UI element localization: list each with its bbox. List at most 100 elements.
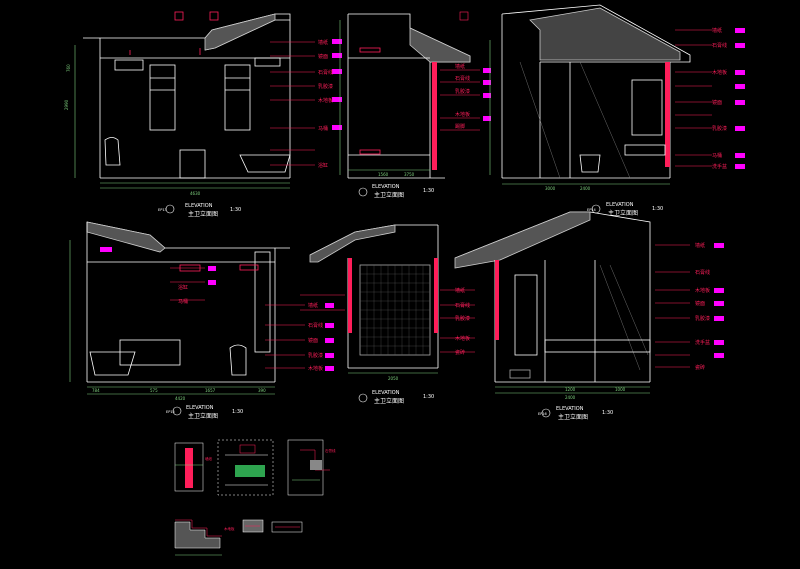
- section-cut-red: [434, 258, 438, 333]
- panel-subtitle: 主卫立面图: [188, 210, 218, 218]
- elevation-panel-6: [454, 211, 724, 394]
- panel-6-dims: 2400 1200 1000: [565, 387, 626, 400]
- panel-6-labels: 墙纸 石膏线 木地板 镜面 乳胶漆 洗手盆 瓷砖: [695, 242, 710, 371]
- roof-hatch: [454, 211, 591, 269]
- section-cut-red: [348, 258, 352, 333]
- label-tile: 瓷砖: [455, 349, 465, 356]
- dim-width-2: 3000: [545, 186, 556, 191]
- panel-4-dims: 4420 784 575 1657 390: [92, 388, 266, 401]
- panel-3-dims: 2400 3000: [545, 186, 591, 191]
- toilet-shape: [229, 344, 247, 376]
- label-basin: 洗手盆: [712, 163, 727, 170]
- dim-seg-4: 390: [258, 388, 266, 393]
- tag-circle: [165, 204, 175, 214]
- label-cornice: 石膏线: [712, 42, 727, 49]
- panel-title: ELEVATION: [556, 406, 584, 412]
- panel-scale: 1:30: [602, 410, 613, 416]
- bathtub-shape: [239, 154, 291, 173]
- label-toilet: 马桶: [318, 125, 328, 132]
- panel-4-labels: 墙纸 石膏线 镜面 乳胶漆 木地板 马桶 浴缸: [178, 284, 323, 372]
- label-floor: 木地板: [712, 69, 727, 76]
- dim-seg-3: 1657: [205, 388, 216, 393]
- label-bathtub: 浴缸: [178, 284, 188, 291]
- dim-width: 4630: [190, 191, 201, 196]
- roof-hatch: [409, 27, 471, 63]
- dim-width-2: 3750: [404, 172, 415, 177]
- label-cornice: 石膏线: [318, 69, 333, 76]
- dim-seg-2: 575: [150, 388, 158, 393]
- window-frame: [224, 64, 251, 131]
- panel-scale: 1:30: [230, 207, 241, 213]
- label-mirror: 镜面: [308, 337, 318, 344]
- detail-label-2: 石膏线: [325, 448, 336, 453]
- panel-2-dims: 1560 3750: [378, 172, 415, 177]
- label-cornice: 石膏线: [695, 269, 710, 276]
- label-bathtub: 浴缸: [318, 162, 328, 169]
- panel-scale: 1:30: [652, 206, 663, 212]
- dim-width: 1560: [378, 172, 389, 177]
- label-tile: 瓷砖: [695, 364, 705, 371]
- label-latex-paint: 乳胶漆: [318, 83, 333, 90]
- label-latex-paint: 乳胶漆: [695, 315, 710, 322]
- dim-seg-1: 784: [92, 388, 100, 393]
- panel-subtitle: 主卫立面图: [188, 412, 218, 420]
- label-skirting: 踢脚: [455, 123, 465, 130]
- label-wallpaper: 墙纸: [318, 39, 328, 46]
- panel-5-labels: 墙纸 石膏线 乳胶漆 木地板 瓷砖: [455, 287, 470, 356]
- detail-label-3: 木地板: [224, 526, 235, 531]
- label-floor: 木地板: [695, 287, 710, 294]
- roof-hatch: [204, 13, 276, 51]
- elevation-panel-1: [74, 11, 342, 189]
- roof-hatch: [309, 224, 396, 263]
- label-floor: 木地板: [318, 97, 333, 104]
- panel-title: ELEVATION: [185, 203, 213, 209]
- panel-6-title-block: EP16 ELEVATION 主卫立面图 1:30: [538, 406, 613, 421]
- vanity: [544, 339, 651, 353]
- panel-3-title-block: EP14 ELEVATION 主卫立面图 1:30: [587, 202, 663, 217]
- panel-4-title-block: EP15 ELEVATION 主卫立面图 1:30: [166, 405, 243, 420]
- bathtub-shape: [89, 351, 136, 376]
- dim-width: 2050: [388, 376, 399, 381]
- dim-width: 2400: [580, 186, 591, 191]
- window-frame: [149, 64, 176, 131]
- panel-scale: 1:30: [232, 409, 243, 415]
- detail-block-4: [174, 519, 222, 556]
- panel-title: ELEVATION: [186, 405, 214, 411]
- panel-3-labels: 墙纸 石膏线 木地板 镜面 乳胶漆 马桶 洗手盆: [712, 27, 727, 170]
- panel-5-dims: 2050: [388, 376, 399, 381]
- panel-title: ELEVATION: [372, 184, 400, 190]
- panel-1-dims: 2990 4630 760: [64, 64, 201, 196]
- panel-subtitle: 主卫立面图: [608, 209, 638, 217]
- label-wallpaper: 墙纸: [455, 63, 465, 70]
- roof-hatch: [529, 7, 681, 61]
- panel-tag: EP13: [158, 208, 167, 212]
- label-wallpaper: 墙纸: [455, 287, 465, 294]
- panel-5-title-block: ELEVATION 主卫立面图 1:30: [358, 390, 434, 405]
- label-floor: 木地板: [455, 111, 470, 118]
- panel-2-labels: 墙纸 石膏线 乳胶漆 木地板 踢脚: [455, 63, 470, 130]
- panel-subtitle: 主卫立面图: [374, 397, 404, 405]
- label-toilet: 马桶: [712, 152, 722, 159]
- mirror: [514, 274, 538, 356]
- panel-tag: EP15: [166, 410, 175, 414]
- detail-block-6: [271, 521, 303, 533]
- label-latex-paint: 乳胶漆: [308, 352, 323, 359]
- elevation-panel-4: [69, 221, 334, 395]
- elevation-panel-2: [339, 11, 491, 179]
- dim-seg-1: 1200: [565, 387, 576, 392]
- label-wallpaper: 墙纸: [712, 27, 722, 34]
- section-cut-red: [495, 260, 499, 340]
- label-latex-paint: 乳胶漆: [455, 88, 470, 95]
- panel-title: ELEVATION: [606, 202, 634, 208]
- panel-scale: 1:30: [423, 394, 434, 400]
- detail-block-5: [242, 519, 264, 533]
- panel-2-title-block: ELEVATION 主卫立面图 1:30: [358, 184, 434, 199]
- detail-block-2: [217, 439, 274, 496]
- label-basin: 洗手盆: [695, 339, 710, 346]
- label-toilet: 马桶: [178, 298, 188, 305]
- panel-tag: EP16: [538, 412, 547, 416]
- panel-1-labels: 墙纸 镜面 石膏线 乳胶漆 木地板 马桶 浴缸: [318, 39, 333, 169]
- detail-label-1: 墙纸: [205, 456, 212, 461]
